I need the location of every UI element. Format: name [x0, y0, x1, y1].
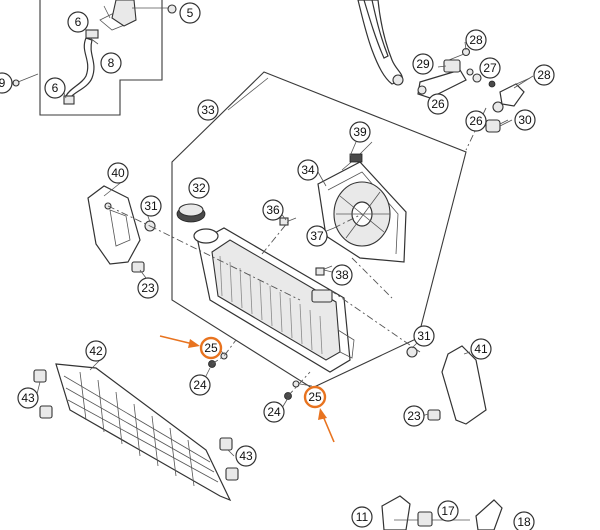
- svg-text:34: 34: [301, 163, 315, 177]
- callout-33: 33: [197, 99, 219, 121]
- svg-text:31: 31: [417, 329, 431, 343]
- callout-43-right: 43: [235, 445, 257, 467]
- svg-text:24: 24: [267, 405, 281, 419]
- svg-text:25: 25: [204, 341, 218, 355]
- svg-text:26: 26: [469, 114, 483, 128]
- svg-text:33: 33: [201, 103, 215, 117]
- svg-text:43: 43: [239, 449, 253, 463]
- svg-text:17: 17: [441, 504, 455, 518]
- small-hardware: [33, 217, 441, 481]
- callout-23-left: 23: [137, 277, 159, 299]
- radiator-grille: [55, 363, 232, 502]
- svg-text:5: 5: [187, 6, 194, 20]
- callout-27: 27: [479, 57, 501, 79]
- highlight-arrow-upper: [159, 335, 200, 348]
- svg-text:18: 18: [517, 515, 531, 529]
- svg-text:30: 30: [518, 113, 532, 127]
- callout-28-top: 28: [465, 29, 487, 51]
- callout-39: 39: [349, 121, 371, 143]
- callout-17: 17: [437, 500, 459, 522]
- callout-24-right: 24: [263, 401, 285, 423]
- cooling-fan: [317, 141, 407, 263]
- callout-43-left: 43: [17, 387, 39, 409]
- inset-detail-box: [12, 0, 177, 116]
- svg-text:39: 39: [353, 125, 367, 139]
- callout-6-bottom: 6: [44, 77, 66, 99]
- callout-18: 18: [513, 511, 535, 530]
- callout-36: 36: [262, 199, 284, 221]
- svg-text:8: 8: [108, 56, 115, 70]
- bottom-partial-assembly: [381, 495, 503, 530]
- callout-37: 37: [306, 225, 328, 247]
- radiator-core: [193, 227, 355, 373]
- svg-text:23: 23: [141, 281, 155, 295]
- left-radiator-shroud: [87, 185, 141, 265]
- callout-28-right: 28: [533, 64, 555, 86]
- callout-32: 32: [188, 177, 210, 199]
- svg-text:24: 24: [193, 378, 207, 392]
- callout-41: 41: [470, 338, 492, 360]
- mounting-bracket-assembly: [357, 0, 531, 133]
- right-radiator-shroud: [441, 345, 487, 425]
- svg-text:42: 42: [89, 344, 103, 358]
- svg-text:11: 11: [356, 510, 369, 524]
- svg-text:27: 27: [483, 61, 497, 75]
- callout-31-right: 31: [413, 325, 435, 347]
- highlight-arrow-lower: [318, 408, 335, 443]
- radiator-cap: [176, 203, 206, 223]
- svg-text:28: 28: [537, 68, 551, 82]
- leader-lines: [8, 5, 534, 457]
- callout-6-top: 6: [67, 11, 89, 33]
- callout-26-top: 26: [427, 93, 449, 115]
- svg-text:43: 43: [21, 391, 35, 405]
- svg-text:25: 25: [308, 390, 322, 404]
- callout-23-right: 23: [403, 405, 425, 427]
- callout-40: 40: [107, 162, 129, 184]
- callout-9: 9: [0, 72, 13, 94]
- svg-text:40: 40: [111, 166, 125, 180]
- callout-42: 42: [85, 340, 107, 362]
- callout-26-right: 26: [465, 110, 487, 132]
- callout-31-left: 31: [140, 195, 162, 217]
- svg-text:32: 32: [192, 181, 206, 195]
- assembly-guide-lines: [107, 107, 487, 397]
- callout-11: 11: [351, 506, 373, 528]
- svg-text:6: 6: [75, 15, 82, 29]
- svg-text:29: 29: [416, 57, 430, 71]
- callout-8: 8: [100, 52, 122, 74]
- svg-text:38: 38: [335, 268, 349, 282]
- svg-text:28: 28: [469, 33, 483, 47]
- callout-25-highlighted-lower: 25: [303, 385, 327, 409]
- svg-text:6: 6: [52, 81, 59, 95]
- callout-24-left: 24: [189, 374, 211, 396]
- svg-text:41: 41: [474, 342, 488, 356]
- callout-30: 30: [514, 109, 536, 131]
- svg-text:31: 31: [144, 199, 158, 213]
- svg-text:26: 26: [431, 97, 445, 111]
- svg-text:37: 37: [310, 229, 324, 243]
- callout-34: 34: [297, 159, 319, 181]
- svg-text:23: 23: [407, 409, 421, 423]
- callout-25-highlighted-upper: 25: [199, 336, 223, 360]
- svg-text:9: 9: [0, 76, 6, 90]
- callout-38: 38: [331, 264, 353, 286]
- callout-5: 5: [179, 2, 201, 24]
- callout-29: 29: [412, 53, 434, 75]
- svg-text:36: 36: [266, 203, 280, 217]
